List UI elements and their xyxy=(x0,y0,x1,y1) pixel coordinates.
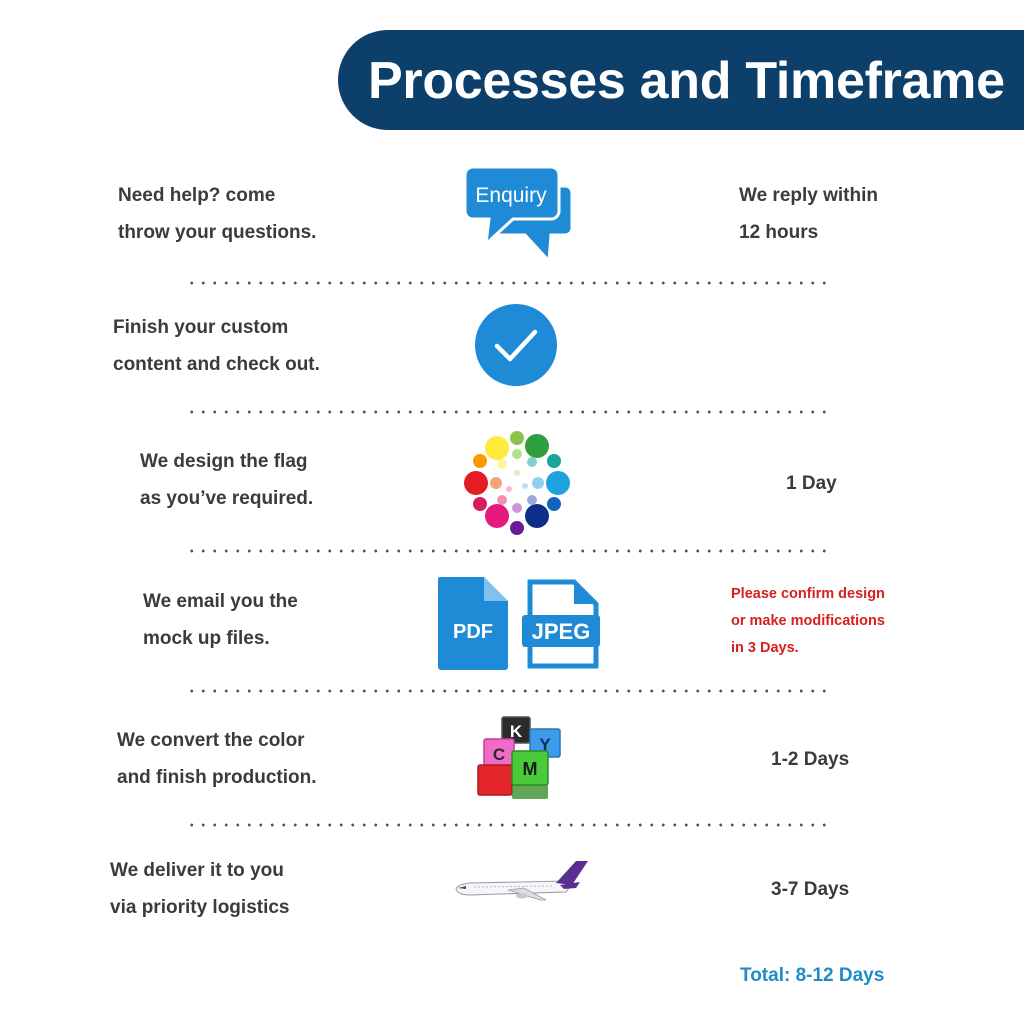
pdf-file-icon: PDF xyxy=(438,577,508,670)
step-3-line-2: as you’ve required. xyxy=(140,488,314,509)
step-6-line-1: We deliver it to you xyxy=(110,860,284,881)
cube-y: Y xyxy=(529,728,561,758)
checkmark-icon xyxy=(474,303,558,392)
step-3-line-1: We design the flag xyxy=(140,451,308,472)
step-5-description: We convert the color and finish producti… xyxy=(117,722,316,796)
step-2-line-2: content and check out. xyxy=(113,354,320,375)
step-4-line-1: We email you the xyxy=(143,591,298,612)
step-4-time-line-3: in 3 Days. xyxy=(731,640,799,656)
step-6-line-2: via priority logistics xyxy=(110,897,290,918)
cmyk-cubes-icon: K Y C M xyxy=(474,713,570,810)
step-4-time-line-2: or make modifications xyxy=(731,613,885,629)
step-4-time-line-1: Please confirm design xyxy=(731,586,885,602)
airplane-icon xyxy=(448,858,590,909)
color-dots-icon xyxy=(462,428,572,543)
step-2-description: Finish your custom content and check out… xyxy=(113,309,320,383)
step-5-time-line-1: 1-2 Days xyxy=(771,749,850,770)
svg-text:K: K xyxy=(510,722,523,741)
step-1-description: Need help? come throw your questions. xyxy=(118,177,316,251)
dotted-divider xyxy=(186,281,830,285)
file-icons: PDF JPEG xyxy=(436,575,606,676)
cube-shadow xyxy=(512,785,548,799)
pdf-label: PDF xyxy=(453,621,493,643)
title-banner xyxy=(338,30,1024,130)
cube-red xyxy=(477,764,513,796)
step-3-timeframe: 1 Day xyxy=(786,465,837,502)
enquiry-chat-icon: Enquiry xyxy=(463,165,574,269)
jpeg-label: JPEG xyxy=(532,619,591,644)
step-6-timeframe: 3-7 Days xyxy=(771,871,849,908)
step-3-time-line-1: 1 Day xyxy=(786,473,837,494)
step-1-timeframe: We reply within 12 hours xyxy=(739,177,878,251)
dotted-divider xyxy=(186,549,830,553)
step-3-description: We design the flag as you’ve required. xyxy=(140,443,313,517)
step-5-timeframe: 1-2 Days xyxy=(771,741,849,778)
step-1-time-line-1: We reply within xyxy=(739,185,879,206)
cube-m: M xyxy=(511,750,549,786)
enquiry-label: Enquiry xyxy=(475,184,547,207)
step-4-timeframe: Please confirm design or make modificati… xyxy=(731,581,885,662)
step-2-line-1: Finish your custom xyxy=(113,317,289,338)
svg-text:Y: Y xyxy=(539,735,551,754)
total-timeframe: Total: 8-12 Days xyxy=(740,965,885,986)
step-4-line-2: mock up files. xyxy=(143,628,270,649)
cube-c: C xyxy=(483,738,515,768)
cube-k: K xyxy=(501,716,531,744)
dotted-divider xyxy=(186,689,830,693)
step-6-description: We deliver it to you via priority logist… xyxy=(110,852,290,926)
svg-text:C: C xyxy=(493,745,505,764)
svg-text:M: M xyxy=(523,759,538,779)
page-title: Processes and Timeframe xyxy=(368,52,1005,110)
step-1-time-line-2: 12 hours xyxy=(739,222,819,243)
step-5-line-1: We convert the color xyxy=(117,730,305,751)
jpeg-file-icon: JPEG xyxy=(522,579,600,669)
step-1-line-2: throw your questions. xyxy=(118,222,317,243)
step-4-description: We email you the mock up files. xyxy=(143,583,298,657)
step-6-time-line-1: 3-7 Days xyxy=(771,879,850,900)
dotted-divider xyxy=(186,410,830,414)
dotted-divider xyxy=(186,823,830,827)
step-1-line-1: Need help? come xyxy=(118,185,276,206)
step-5-line-2: and finish production. xyxy=(117,767,317,788)
